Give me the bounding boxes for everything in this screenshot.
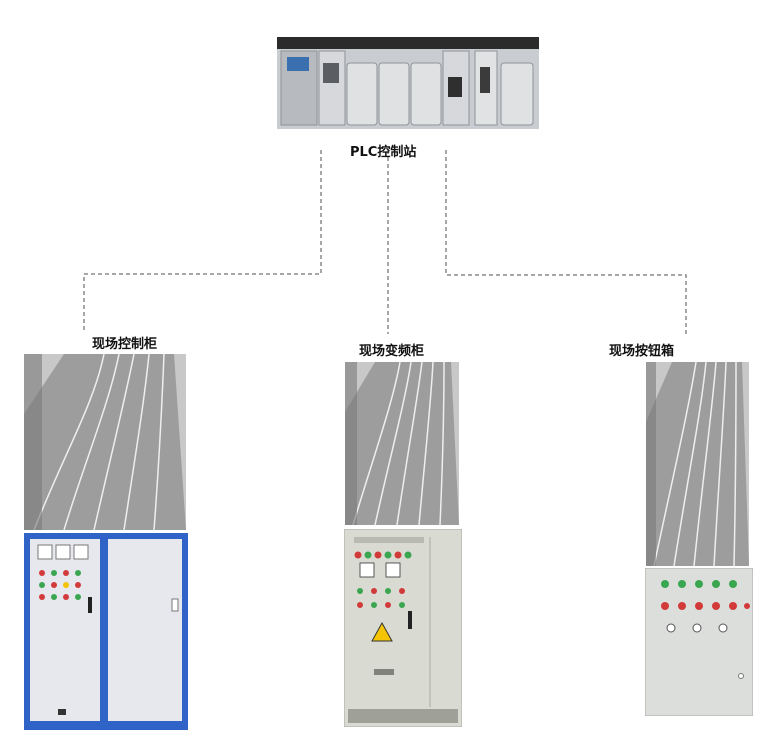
control-cabinet-image	[24, 533, 188, 730]
link-plc-to-control-cabinet	[83, 150, 322, 333]
button-box-image	[645, 568, 753, 716]
conveyor-photo-right	[646, 362, 749, 566]
vfd-cabinet-image	[344, 529, 462, 727]
button-box-label: 现场按钮箱	[609, 344, 675, 359]
control-cabinet-label: 现场控制柜	[92, 337, 158, 352]
vfd-cabinet-label: 现场变频柜	[359, 344, 425, 359]
link-plc-to-button-box	[445, 150, 687, 334]
plc-label: PLC控制站	[350, 145, 417, 160]
plc-station-image	[277, 37, 539, 129]
conveyor-photo-left	[24, 354, 186, 530]
conveyor-photo-middle	[345, 362, 459, 525]
